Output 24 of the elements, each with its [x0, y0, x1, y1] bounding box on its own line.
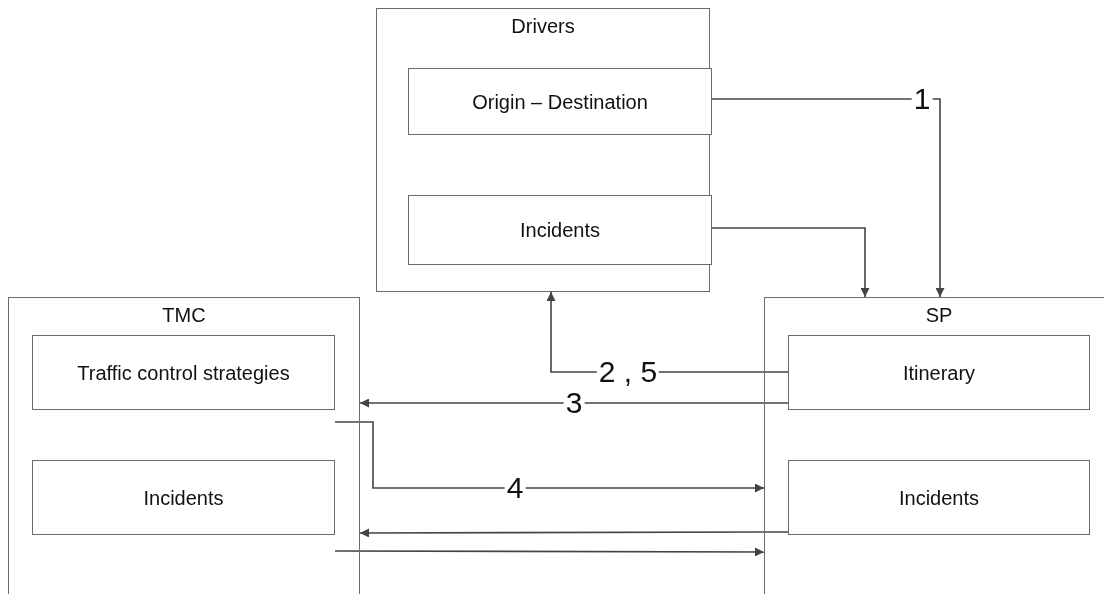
process-box	[788, 460, 1090, 535]
process-box	[32, 335, 335, 410]
group-title: SP	[924, 304, 954, 327]
group-box	[8, 297, 360, 594]
arrow	[359, 398, 789, 408]
process-box	[32, 460, 335, 535]
box-label: Traffic control strategies	[77, 360, 290, 385]
arrow	[334, 421, 765, 493]
arrow	[359, 528, 789, 538]
box-label: Incidents	[519, 218, 601, 242]
box-label: Itinerary	[902, 360, 976, 385]
group-title: Drivers	[510, 15, 576, 38]
group-box	[376, 8, 710, 292]
group-box	[764, 297, 1104, 594]
group-title: TMC	[161, 304, 207, 327]
process-box	[408, 195, 712, 265]
arrow	[711, 98, 945, 298]
box-label: Origin – Destination	[472, 89, 648, 114]
process-box	[788, 335, 1090, 410]
arrow	[334, 547, 765, 557]
box-label: Incidents	[898, 485, 980, 510]
box-label: Incidents	[143, 485, 224, 510]
process-box	[408, 68, 712, 135]
arrow	[711, 227, 870, 298]
